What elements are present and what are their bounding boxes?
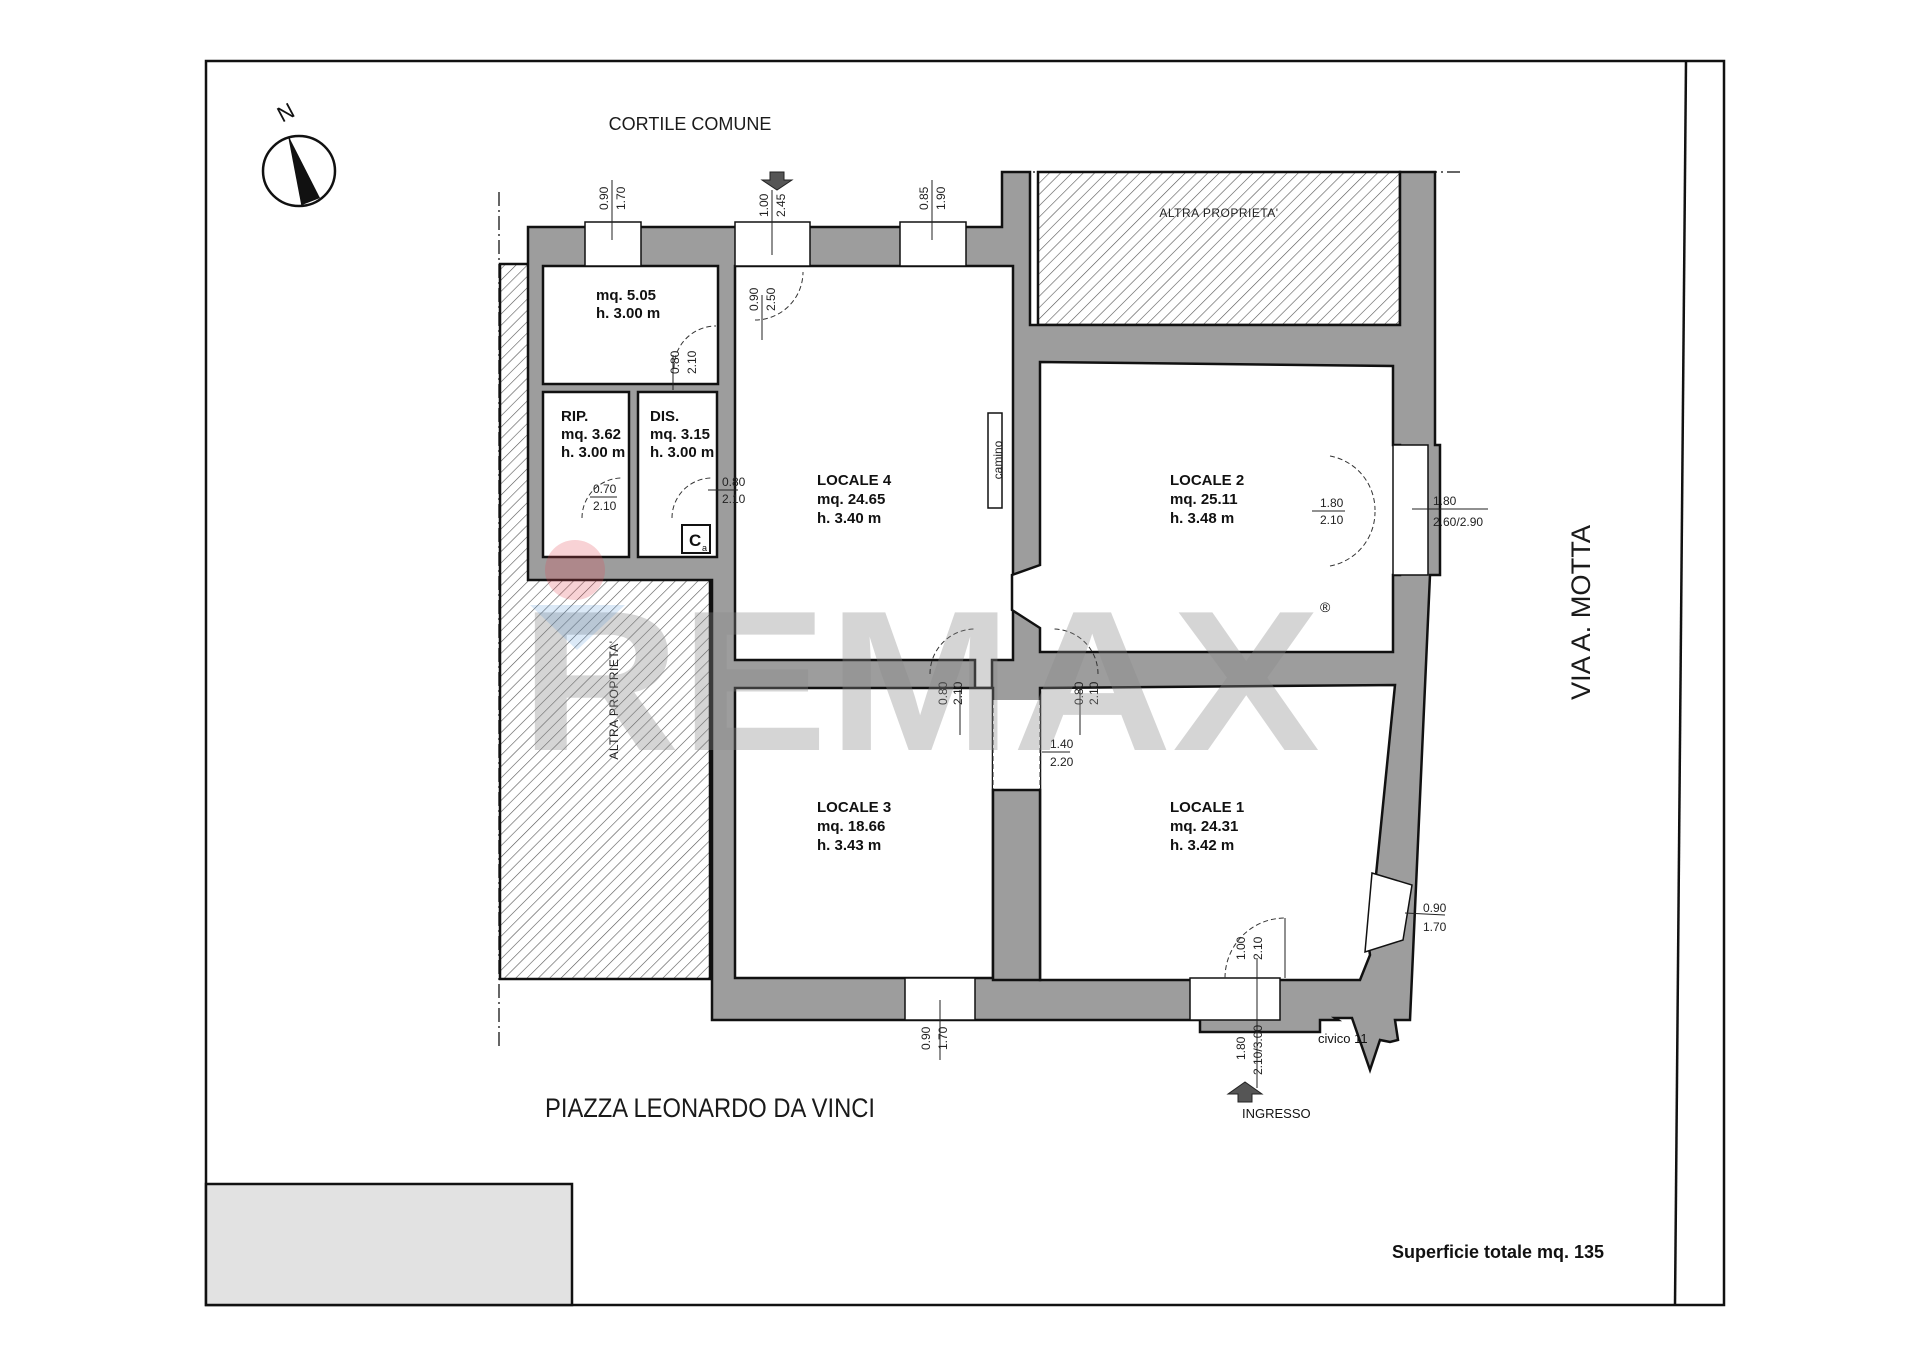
boiler-sub-label: a — [702, 543, 707, 553]
svg-text:1.00: 1.00 — [757, 193, 771, 217]
svg-text:2.20: 2.20 — [1050, 755, 1074, 769]
svg-text:2.60/2.90: 2.60/2.90 — [1433, 515, 1483, 529]
svg-text:mq. 3.62: mq. 3.62 — [561, 426, 621, 443]
dimension-labels: 0.90 1.70 1.00 2.45 0.85 1.90 0.90 2.50 … — [593, 186, 1483, 1075]
svg-text:LOCALE 4: LOCALE 4 — [817, 472, 892, 489]
svg-text:h. 3.40 m: h. 3.40 m — [817, 510, 881, 527]
svg-text:2.50: 2.50 — [764, 287, 778, 311]
svg-text:0.90: 0.90 — [919, 1026, 933, 1050]
svg-text:LOCALE 1: LOCALE 1 — [1170, 799, 1244, 816]
svg-text:h. 3.48 m: h. 3.48 m — [1170, 510, 1234, 527]
svg-text:0.80: 0.80 — [668, 350, 682, 374]
svg-text:2.10: 2.10 — [1087, 681, 1101, 705]
svg-text:0.90: 0.90 — [597, 186, 611, 210]
passage-opening — [993, 700, 1040, 790]
room-label-locale-2: LOCALE 2 mq. 25.11 h. 3.48 m — [1170, 472, 1244, 527]
svg-text:mq. 24.31: mq. 24.31 — [1170, 818, 1238, 835]
boiler-icon — [681, 524, 711, 554]
total-area-label: Superficie totale mq. 135 — [1392, 1242, 1604, 1262]
courtyard-label: CORTILE COMUNE — [609, 114, 772, 134]
svg-text:0.85: 0.85 — [917, 186, 931, 210]
svg-text:1.40: 1.40 — [1050, 737, 1074, 751]
svg-text:1.80: 1.80 — [1234, 1036, 1248, 1060]
svg-text:0.90: 0.90 — [747, 287, 761, 311]
svg-text:LOCALE 3: LOCALE 3 — [817, 799, 891, 816]
room-label-dis: DIS. mq. 3.15 h. 3.00 m — [650, 408, 714, 461]
svg-text:2.10/3.00: 2.10/3.00 — [1251, 1025, 1265, 1075]
svg-text:0.80: 0.80 — [722, 475, 746, 489]
svg-text:0.70: 0.70 — [593, 482, 617, 496]
courtyard-entry-arrow-icon — [760, 171, 794, 191]
svg-text:0.80: 0.80 — [1072, 681, 1086, 705]
svg-text:h. 3.42 m: h. 3.42 m — [1170, 837, 1234, 854]
svg-text:mq. 24.65: mq. 24.65 — [817, 491, 885, 508]
svg-text:mq. 5.05: mq. 5.05 — [596, 287, 656, 304]
room-label-locale-3: LOCALE 3 mq. 18.66 h. 3.43 m — [817, 799, 891, 854]
room-label-locale-4: LOCALE 4 mq. 24.65 h. 3.40 m — [817, 472, 892, 527]
fireplace-label: camino — [991, 440, 1005, 479]
watermark-registered-mark: ® — [1320, 599, 1331, 615]
svg-text:mq. 18.66: mq. 18.66 — [817, 818, 885, 835]
room-label-locale-1: LOCALE 1 mq. 24.31 h. 3.42 m — [1170, 799, 1244, 854]
other-property-top — [1036, 170, 1402, 327]
balcony-door-locale-2 — [1392, 444, 1429, 576]
svg-text:0.90: 0.90 — [1423, 901, 1447, 915]
svg-text:h. 3.00 m: h. 3.00 m — [650, 444, 714, 461]
svg-text:0.80: 0.80 — [936, 681, 950, 705]
svg-text:h. 3.00 m: h. 3.00 m — [561, 444, 625, 461]
svg-text:2.10: 2.10 — [593, 499, 617, 513]
svg-text:LOCALE 2: LOCALE 2 — [1170, 472, 1244, 489]
north-arrow-icon — [261, 134, 337, 208]
window-locale-1-side — [1364, 872, 1413, 954]
svg-text:1.90: 1.90 — [934, 186, 948, 210]
street-edge-line — [1673, 60, 1688, 1306]
room-label-rip: RIP. mq. 3.62 h. 3.00 m — [561, 408, 625, 461]
svg-text:1.70: 1.70 — [936, 1026, 950, 1050]
svg-text:1.70: 1.70 — [614, 186, 628, 210]
window-locale-4 — [899, 221, 967, 267]
other-property-top-label: ALTRA PROPRIETA' — [1159, 206, 1278, 220]
title-block — [204, 1182, 574, 1307]
svg-text:2.10: 2.10 — [1251, 936, 1265, 960]
svg-text:1.70: 1.70 — [1423, 920, 1447, 934]
entrance-door — [1189, 977, 1281, 1021]
svg-text:1.00: 1.00 — [1234, 936, 1248, 960]
svg-text:h. 3.00 m: h. 3.00 m — [596, 305, 660, 322]
svg-text:1.80: 1.80 — [1320, 496, 1344, 510]
street-label-via-motta: VIA A. MOTTA — [1566, 525, 1596, 700]
sheet-frame — [204, 59, 1726, 1307]
svg-text:mq. 25.11: mq. 25.11 — [1170, 491, 1238, 508]
remax-balloon-bottom — [530, 605, 625, 650]
svg-text:2.10: 2.10 — [1320, 513, 1344, 527]
north-label: N — [273, 98, 299, 128]
svg-text:1.80: 1.80 — [1433, 494, 1457, 508]
entrance-label: INGRESSO — [1242, 1106, 1311, 1121]
boiler-label: C — [689, 531, 701, 550]
room-bathroom — [541, 264, 720, 386]
svg-text:2.10: 2.10 — [685, 350, 699, 374]
fireplace — [987, 412, 1003, 509]
svg-text:2.10: 2.10 — [951, 681, 965, 705]
street-label-piazza: PIAZZA LEONARDO DA VINCI — [545, 1093, 875, 1123]
entrance-arrow-icon — [1226, 1081, 1264, 1103]
svg-text:h. 3.43 m: h. 3.43 m — [817, 837, 881, 854]
svg-text:RIP.: RIP. — [561, 408, 588, 425]
other-property-left-label: ALTRA PROPRIETA' — [607, 640, 621, 759]
civic-number-label: civico 11 — [1318, 1031, 1368, 1046]
room-label-bathroom: mq. 5.05 h. 3.00 m — [596, 287, 660, 322]
room-rip — [541, 390, 631, 559]
window-bathroom — [584, 221, 642, 267]
svg-text:mq. 3.15: mq. 3.15 — [650, 426, 710, 443]
svg-text:2.45: 2.45 — [774, 193, 788, 217]
remax-watermark: REMAX — [520, 570, 1320, 793]
svg-text:2.10: 2.10 — [722, 492, 746, 506]
remax-balloon-top — [545, 540, 605, 600]
svg-text:DIS.: DIS. — [650, 408, 679, 425]
